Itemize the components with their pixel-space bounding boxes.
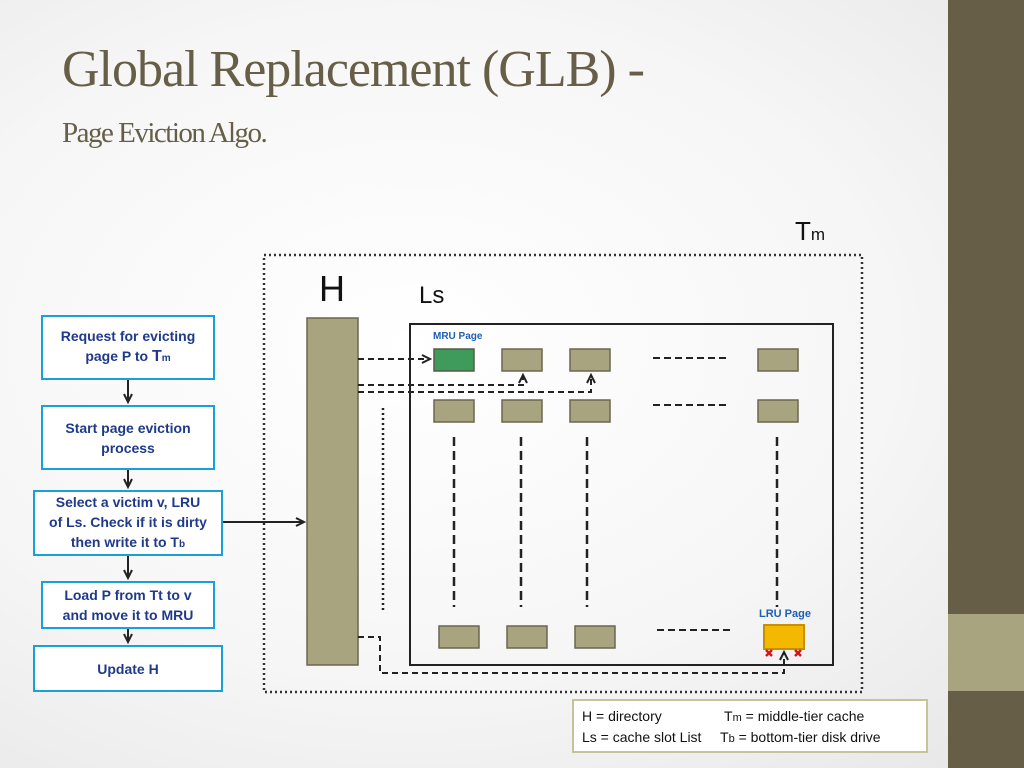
flow-step-request-line2-t: T: [151, 348, 162, 365]
mru-page-label: MRU Page: [433, 331, 483, 342]
flow-step-request-line2-prefix: page P to: [85, 348, 152, 364]
flow-step-update: Update H: [33, 645, 223, 692]
legend-h: H = directory: [582, 708, 662, 724]
slide-title: Global Replacement (GLB) -: [62, 41, 645, 98]
flow-step-start-line1: Start page eviction: [65, 419, 191, 436]
legend-tb: Tb = bottom-tier disk drive: [720, 727, 881, 750]
lru-page-slot: [763, 624, 805, 650]
flow-step-request-line1: Request for evicting: [60, 328, 196, 344]
page-slot: [569, 399, 611, 423]
page-slot: [757, 348, 799, 372]
h-to-slot2-arrow: [358, 372, 528, 386]
legend-tb-desc: = bottom-tier disk drive: [734, 729, 881, 745]
flow-step-request-line2-sub: m: [161, 353, 171, 364]
page-slot: [569, 348, 611, 372]
page-slot: [506, 625, 548, 649]
flow-step-load-line2: and move it to MRU: [62, 607, 194, 623]
legend-tb-sub: b: [728, 733, 735, 745]
page-slot: [438, 625, 480, 649]
legend-box: H = directory Tm = middle-tier cache Ls …: [572, 699, 928, 753]
flow-step-update-line1: Update H: [97, 660, 159, 677]
flow-step-load-line1: Load P from Tt to v: [64, 587, 192, 603]
flow-step-select-line1: Select a victim v, LRU: [55, 493, 201, 510]
page-slot: [501, 399, 543, 423]
slide-subtitle: Page Eviction Algo.: [62, 117, 268, 149]
tm-boundary: [262, 253, 864, 694]
flow-step-select-line2: of Ls. Check if it is dirty: [49, 513, 207, 530]
h-directory-column: [306, 317, 359, 666]
legend-tm-t: T: [724, 708, 733, 724]
page-slot: [433, 399, 475, 423]
sidebar-accent: [948, 614, 1024, 691]
lru-eviction-marks: [765, 649, 802, 657]
flow-step-request: Request for evicting page P to Tm: [41, 315, 215, 380]
legend-tb-t: T: [720, 729, 729, 745]
flow-step-start-line2: process: [101, 439, 155, 456]
legend-tm: Tm = middle-tier cache: [724, 706, 864, 729]
lru-page-label: LRU Page: [759, 608, 811, 620]
tm-label-t: T: [795, 216, 811, 246]
legend-row-1: H = directory Tm = middle-tier cache: [582, 706, 918, 727]
page-slot: [574, 625, 616, 649]
flow-step-load: Load P from Tt to v and move it to MRU: [41, 581, 215, 629]
legend-ls: Ls = cache slot List: [582, 729, 702, 745]
flow-step-select-victim: Select a victim v, LRU of Ls. Check if i…: [33, 490, 223, 556]
flow-step-select-line3-sub: b: [178, 538, 186, 550]
tm-label-sub: m: [810, 225, 826, 244]
tm-label: Tm: [795, 216, 825, 247]
flow-step-select-line3: then write it to Tb: [49, 532, 207, 555]
flow-step-request-line2: page P to Tm: [61, 346, 196, 369]
flow-step-select-line3-prefix: then write it to T: [70, 533, 179, 550]
page-slot: [757, 399, 799, 423]
ls-label: Ls: [419, 282, 445, 309]
flow-step-start: Start page eviction process: [41, 405, 215, 470]
h-to-slot3-arrow: [358, 372, 596, 393]
legend-tm-sub: m: [732, 712, 742, 724]
legend-row-2: Ls = cache slot List Tb = bottom-tier di…: [582, 727, 918, 748]
legend-tm-desc: = middle-tier cache: [741, 708, 865, 724]
h-label: H: [319, 268, 345, 309]
mru-page-slot: [433, 348, 475, 372]
h-to-lru-arrow: [358, 636, 789, 674]
page-slot: [501, 348, 543, 372]
